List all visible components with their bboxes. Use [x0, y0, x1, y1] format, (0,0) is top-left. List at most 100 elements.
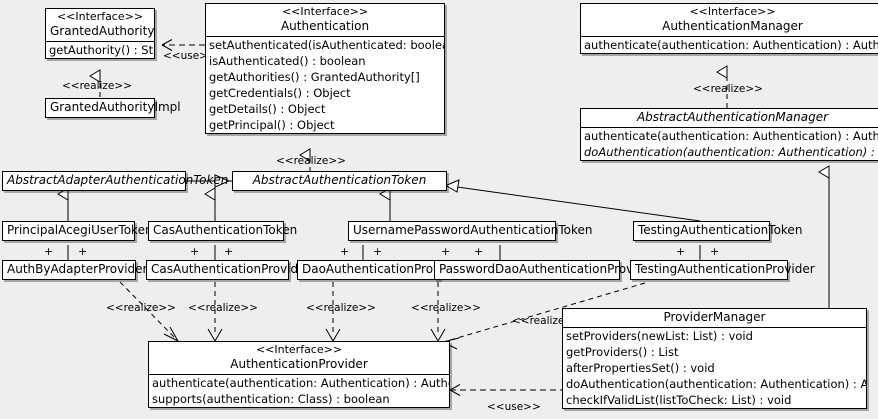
class-box-auth-by-adapter-provider[interactable]: AuthByAdapterProvider	[2, 260, 148, 280]
class-box-abstract-adapter-authentication-token[interactable]: AbstractAdapterAuthenticationToken	[2, 171, 229, 191]
class-box-principal-acegi-user-token[interactable]: PrincipalAcegiUserToken	[2, 221, 153, 241]
class-members-granted-authority: getAuthority() : String	[46, 42, 154, 58]
class-members-abstract-authentication-manager: authenticate(authentication: Authenticat…	[581, 128, 878, 160]
member-row: isAuthenticated() : boolean	[209, 54, 366, 68]
multiplicity-marker: +	[441, 245, 451, 258]
stereotype-label: <<Interface>>	[255, 343, 343, 356]
edge-label-realize-abstractauthenticationmanager: <<realize>>	[693, 83, 763, 95]
class-members-provider-manager: setProviders(newList: List) : void getPr…	[563, 328, 866, 408]
class-name-label: CasAuthenticationToken	[153, 223, 298, 237]
member-row: afterPropertiesSet() : void	[566, 361, 715, 375]
member-row: getPrincipal() : Object	[209, 118, 335, 132]
stereotype-label: <<Interface>>	[689, 5, 776, 18]
class-header-auth-by-adapter-provider: AuthByAdapterProvider	[3, 261, 148, 279]
class-name-label: AbstractAuthenticationManager	[636, 110, 829, 124]
edge-label-realize-abstractauthenticationtoken: <<realize>>	[276, 155, 346, 167]
class-header-testing-authentication-token: TestingAuthenticationToken	[634, 222, 803, 240]
class-header-granted-authority: <<Interface>> GrantedAuthority	[46, 9, 154, 42]
class-name-label: AuthenticationManager	[662, 19, 803, 33]
class-name-label: AbstractAuthenticationToken	[252, 173, 427, 187]
class-name-label: UsernamePasswordAuthenticationToken	[353, 223, 593, 237]
stereotype-label: <<Interface>>	[56, 10, 144, 23]
member-row: getAuthorities() : GrantedAuthority[]	[209, 70, 420, 84]
member-row: setAuthenticated(isAuthenticated: boolea…	[209, 38, 444, 52]
class-name-label: GrantedAuthorityImpl	[50, 100, 181, 114]
class-header-dao-authentication-provider: DaoAuthenticationProvider	[298, 261, 464, 279]
class-box-testing-authentication-provider[interactable]: TestingAuthenticationProvider	[630, 260, 815, 280]
member-row: setProviders(newList: List) : void	[566, 329, 753, 343]
stereotype-label: <<Interface>>	[281, 5, 369, 18]
class-header-cas-authentication-provider: CasAuthenticationProvider	[147, 261, 311, 279]
member-row: getCredentials() : Object	[209, 86, 351, 100]
class-header-cas-authentication-token: CasAuthenticationToken	[149, 222, 298, 240]
member-row: authenticate(authentication: Authenticat…	[584, 129, 878, 143]
class-box-authentication-manager[interactable]: <<Interface>> AuthenticationManager auth…	[580, 3, 878, 54]
class-header-authentication-manager: <<Interface>> AuthenticationManager	[581, 4, 878, 37]
class-header-abstract-adapter: AbstractAdapterAuthenticationToken	[3, 172, 229, 190]
class-header-provider-manager: ProviderManager	[563, 309, 866, 328]
class-header-username-password-authentication-token: UsernamePasswordAuthenticationToken	[349, 222, 593, 240]
class-name-label: PasswordDaoAuthenticationProvider	[439, 262, 657, 276]
class-box-username-password-authentication-token[interactable]: UsernamePasswordAuthenticationToken	[348, 221, 593, 241]
class-header-granted-authority-impl: GrantedAuthorityImpl	[46, 99, 181, 117]
member-row: doAuthentication(authentication: Authent…	[584, 145, 878, 159]
multiplicity-marker: +	[710, 245, 720, 258]
class-header-authentication: <<Interface>> Authentication	[206, 4, 444, 37]
class-name-label: AbstractAdapterAuthenticationToken	[7, 173, 229, 187]
member-row: authenticate(authentication: Authenticat…	[584, 38, 878, 52]
member-row: getAuthority() : String	[49, 43, 154, 57]
class-name-label: CasAuthenticationProvider	[151, 262, 311, 276]
class-header-abstract-authentication-manager: AbstractAuthenticationManager	[581, 109, 878, 128]
edge-generalization-testingauthenticationtoken	[444, 179, 701, 222]
class-box-testing-authentication-token[interactable]: TestingAuthenticationToken	[633, 221, 803, 241]
class-box-authentication-provider[interactable]: <<Interface>> AuthenticationProvider aut…	[148, 341, 450, 408]
class-box-granted-authority[interactable]: <<Interface>> GrantedAuthority getAuthor…	[45, 8, 155, 59]
edge-label-realize-daoauthenticationprovider: <<realize>>	[306, 302, 376, 314]
class-name-label: Authentication	[280, 19, 370, 33]
class-members-authentication-manager: authenticate(authentication: Authenticat…	[581, 37, 878, 53]
class-box-password-dao-authentication-provider[interactable]: PasswordDaoAuthenticationProvider	[434, 260, 657, 280]
class-name-label: DaoAuthenticationProvider	[302, 262, 464, 276]
multiplicity-marker: +	[78, 245, 88, 258]
member-row: getProviders() : List	[566, 345, 679, 359]
class-box-granted-authority-impl[interactable]: GrantedAuthorityImpl	[45, 98, 181, 118]
class-name-label: ProviderManager	[663, 310, 766, 324]
class-name-label: AuthenticationProvider	[230, 357, 368, 371]
edge-label-realize-grantedauthorityimpl: <<realize>>	[62, 80, 132, 92]
multiplicity-marker: +	[676, 245, 686, 258]
class-box-cas-authentication-provider[interactable]: CasAuthenticationProvider	[146, 260, 311, 280]
class-members-authentication: setAuthenticated(isAuthenticated: boolea…	[206, 37, 444, 133]
member-row: getDetails() : Object	[209, 102, 326, 116]
edge-label-use-providermanager: <<use>>	[487, 401, 541, 413]
multiplicity-marker: +	[190, 245, 200, 258]
multiplicity-marker: +	[224, 245, 234, 258]
class-header-password-dao-authentication-provider: PasswordDaoAuthenticationProvider	[435, 261, 657, 279]
class-name-label: PrincipalAcegiUserToken	[7, 223, 153, 237]
class-box-dao-authentication-provider[interactable]: DaoAuthenticationProvider	[297, 260, 464, 280]
multiplicity-marker: +	[373, 245, 383, 258]
class-name-label: TestingAuthenticationProvider	[635, 262, 815, 276]
multiplicity-marker: +	[474, 245, 484, 258]
class-header-principal-acegi-user-token: PrincipalAcegiUserToken	[3, 222, 153, 240]
edge-label-realize-casauthenticationprovider: <<realize>>	[188, 302, 258, 314]
edge-label-realize-authbyadapterprovider: <<realize>>	[106, 302, 176, 314]
class-box-abstract-authentication-token[interactable]: AbstractAuthenticationToken	[232, 171, 447, 191]
member-row: doAuthentication(authentication: Authent…	[566, 377, 866, 391]
class-name-label: AuthByAdapterProvider	[7, 262, 148, 276]
class-box-abstract-authentication-manager[interactable]: AbstractAuthenticationManager authentica…	[580, 108, 878, 161]
class-name-label: TestingAuthenticationToken	[638, 223, 803, 237]
class-header-testing-authentication-provider: TestingAuthenticationProvider	[631, 261, 815, 279]
class-members-authentication-provider: authenticate(authentication: Authenticat…	[149, 375, 449, 407]
class-box-cas-authentication-token[interactable]: CasAuthenticationToken	[148, 221, 298, 241]
member-row: authenticate(authentication: Authenticat…	[152, 376, 449, 390]
multiplicity-marker: +	[44, 245, 54, 258]
member-row: checkIfValidList(listToCheck: List) : vo…	[566, 393, 792, 407]
edge-label-use-authentication-grantedauthority: <<use>>	[163, 50, 217, 62]
member-row: supports(authentication: Class) : boolea…	[152, 392, 390, 406]
class-box-provider-manager[interactable]: ProviderManager setProviders(newList: Li…	[562, 308, 867, 409]
class-box-authentication[interactable]: <<Interface>> Authentication setAuthenti…	[205, 3, 445, 134]
edge-label-realize-passworddaoauthenticationprovider: <<realize>>	[411, 302, 481, 314]
multiplicity-marker: +	[340, 245, 350, 258]
class-header-authentication-provider: <<Interface>> AuthenticationProvider	[149, 342, 449, 375]
class-name-label: GrantedAuthority	[50, 24, 155, 38]
